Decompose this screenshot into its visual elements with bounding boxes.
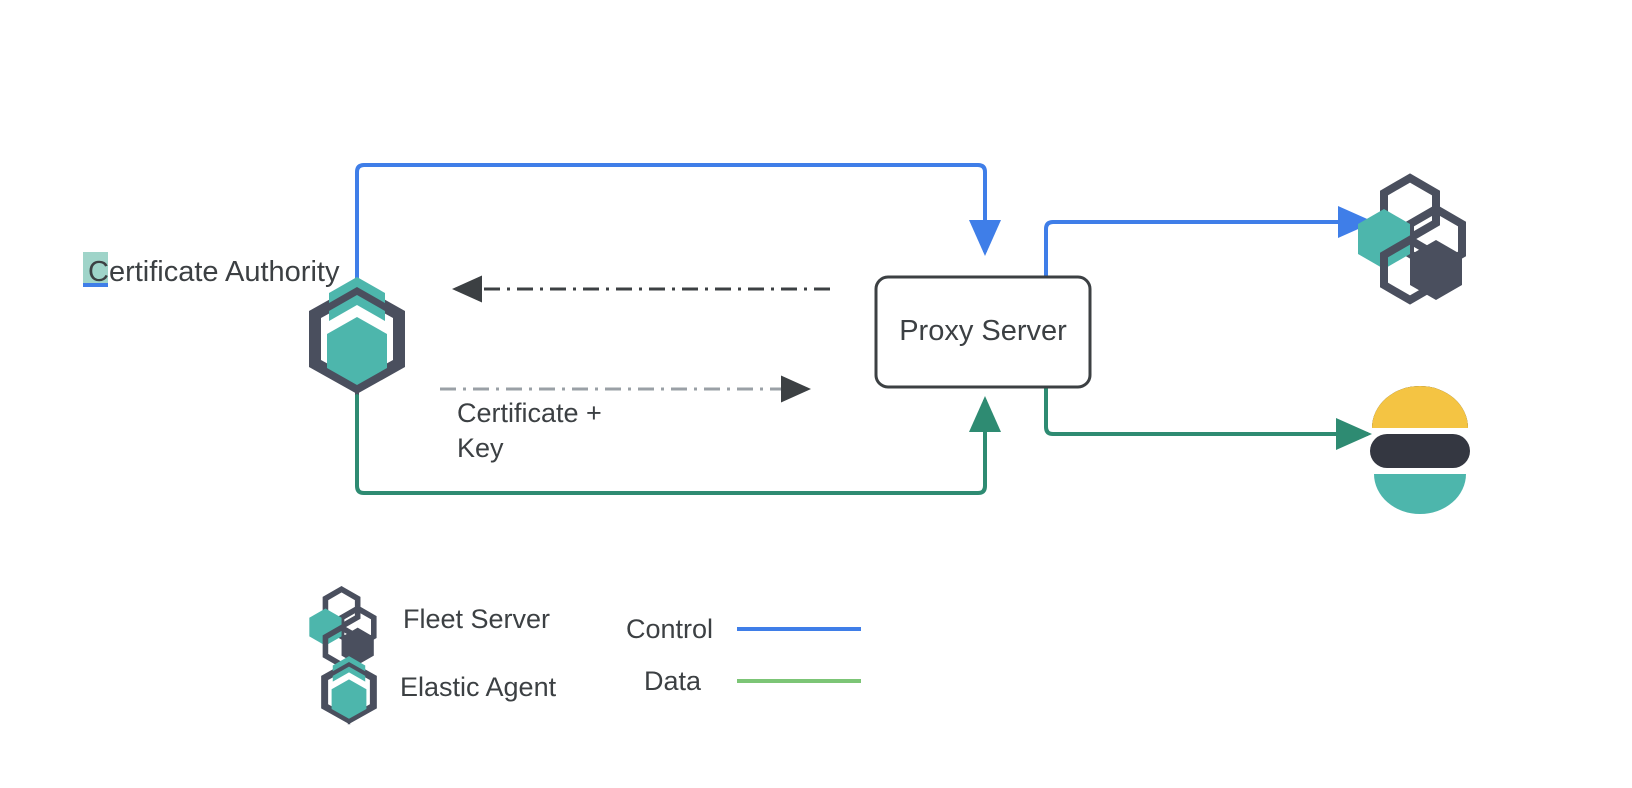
proxy-server-node[interactable]: Proxy Server xyxy=(874,275,1092,389)
elastic-agent-icon xyxy=(309,277,405,395)
edge-label-line-2: Key xyxy=(457,433,504,463)
elasticsearch-icon xyxy=(1370,386,1470,514)
edge-label-certificate-key: Certificate + Key xyxy=(457,398,602,463)
legend-elastic-agent-icon xyxy=(321,656,377,725)
legend-label-data: Data xyxy=(644,666,702,696)
certificate-authority-highlight xyxy=(83,252,108,285)
legend-label-elastic-agent: Elastic Agent xyxy=(400,672,557,702)
certificate-authority-underline xyxy=(83,283,108,287)
legend-label-fleet-server: Fleet Server xyxy=(403,604,550,634)
edge-control-agent-to-proxy xyxy=(355,163,1001,300)
edge-label-line-1: Certificate + xyxy=(457,398,602,428)
legend-label-control: Control xyxy=(626,614,713,644)
proxy-server-label: Proxy Server xyxy=(899,315,1067,347)
edge-control-proxy-to-fleet xyxy=(1044,206,1374,300)
edge-data-proxy-to-elasticsearch xyxy=(1044,350,1372,450)
fleet-server-icon xyxy=(1358,173,1466,305)
certificate-authority-label-group: Certificate Authority xyxy=(83,252,340,288)
proxy-server-box[interactable] xyxy=(874,275,1092,389)
certificate-authority-label: Certificate Authority xyxy=(88,256,340,288)
edge-data-agent-to-proxy xyxy=(355,385,1001,495)
legend-fleet-server-icon xyxy=(309,586,377,669)
